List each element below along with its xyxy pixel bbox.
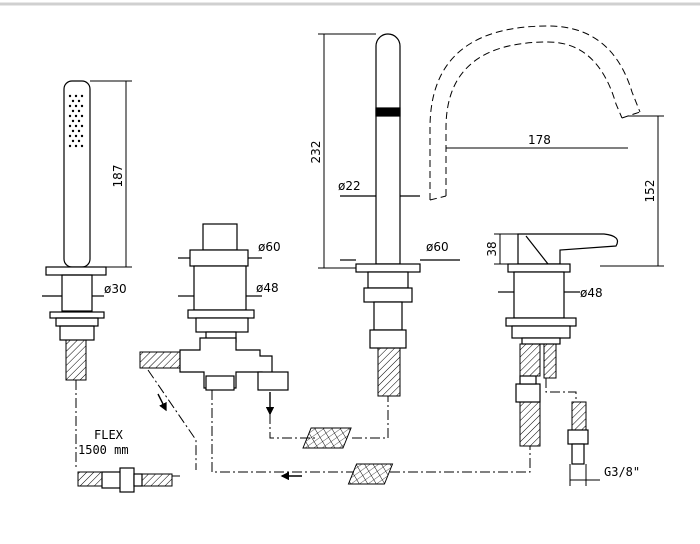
diverter-arrow-a	[157, 393, 167, 412]
dim-38-line	[494, 233, 518, 265]
dim-187: 187	[111, 165, 125, 188]
dim-spout-dia: ø22	[338, 179, 361, 193]
flex-title: FLEX	[94, 428, 124, 442]
dim-152-line	[600, 115, 664, 267]
connection-paths	[75, 369, 577, 477]
spout	[340, 33, 460, 349]
spout-swivel-arc	[429, 25, 641, 201]
hand-shower	[42, 80, 107, 341]
mixer-hose-a	[519, 343, 541, 377]
diverter-inlet-hose	[139, 351, 181, 369]
mixer-hose-d	[571, 401, 587, 431]
dim-spout-base-dia: ø60	[426, 240, 449, 254]
dim-38: 38	[485, 241, 499, 256]
flow-hatch-upper	[302, 427, 352, 449]
mixer	[498, 233, 619, 465]
flex-length: 1500 mm	[78, 443, 129, 457]
dim-mixer-dia: ø48	[580, 286, 603, 300]
dim-232-line	[318, 33, 376, 269]
flex-hose-left	[77, 471, 103, 487]
dim-187-line	[90, 80, 132, 268]
mixer-hose-c	[519, 401, 541, 447]
spout-hose	[377, 347, 401, 397]
dim-hand-shower-dia: ø30	[104, 282, 127, 296]
dim-diverter-body: ø48	[256, 281, 279, 295]
dim-232: 232	[309, 141, 323, 164]
dim-diverter-top: ø60	[258, 240, 281, 254]
thread-label: G3/8"	[604, 465, 640, 479]
flex-hose	[101, 467, 143, 493]
dim-178: 178	[528, 133, 551, 147]
diverter	[178, 223, 289, 391]
hand-shower-hose	[65, 339, 87, 381]
dim-152: 152	[643, 180, 657, 203]
flow-hatch-lower	[347, 463, 394, 485]
thread-dim-line	[569, 464, 600, 486]
flex-hose-right	[141, 473, 173, 487]
mixer-hose-b	[543, 343, 557, 379]
